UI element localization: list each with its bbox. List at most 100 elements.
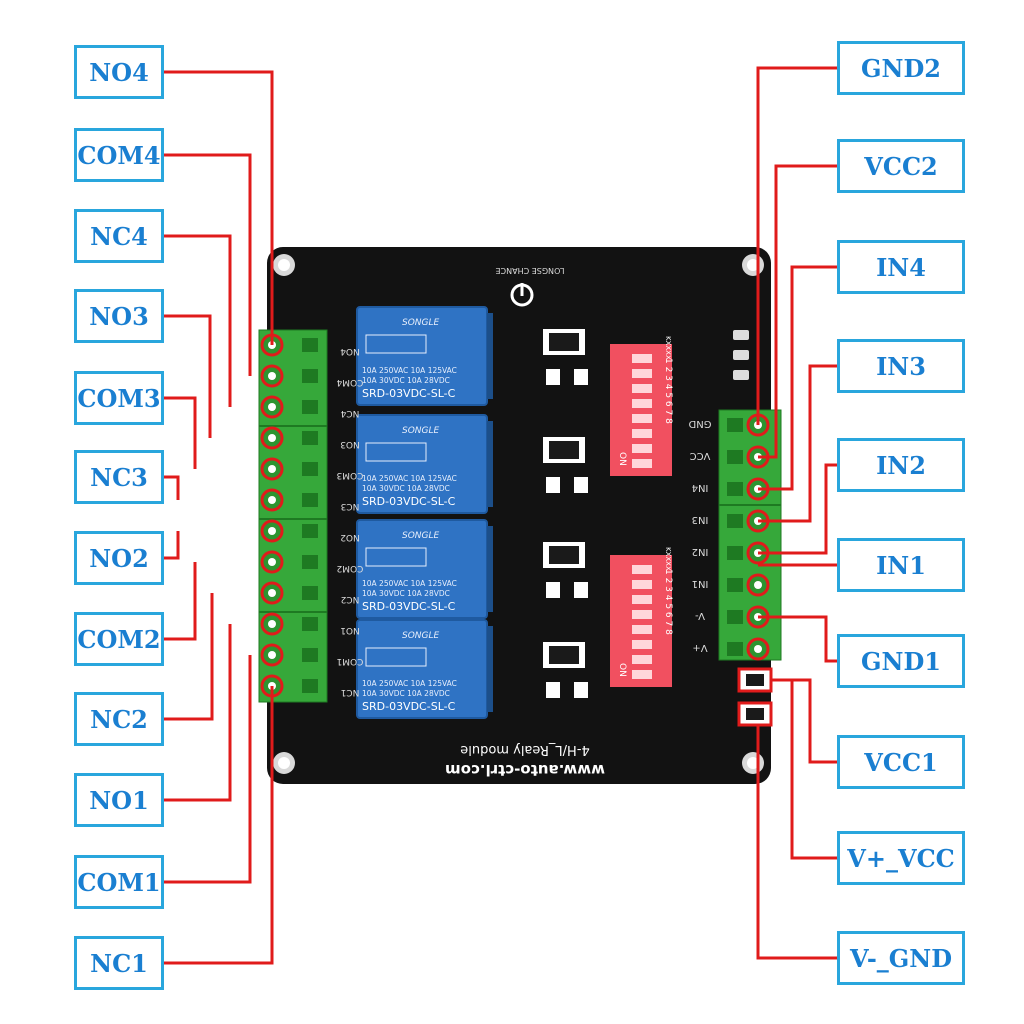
relay-rating-1: 10A 250VAC 10A 125VAC	[362, 579, 457, 588]
dip-on-group: ON	[617, 663, 627, 677]
wire-nc2	[164, 593, 214, 721]
left-silk-label: COM2	[337, 563, 364, 573]
label-in3: IN3	[837, 339, 965, 393]
label-in1: IN1	[837, 538, 965, 592]
transistor	[546, 582, 560, 598]
label-v-vcc: V+_VCC	[837, 831, 965, 885]
left-wire-slot	[302, 400, 318, 414]
right-silk-group: IN2	[692, 546, 709, 557]
left-terminal-block	[258, 329, 328, 703]
relay-brand: SONGLE	[402, 631, 440, 641]
left-wire-slot	[302, 648, 318, 662]
dip-tag-group: KXXXX	[664, 547, 672, 571]
dip-lever	[632, 670, 652, 679]
wire-com1	[164, 655, 252, 884]
left-silk-label: COM1	[337, 656, 364, 666]
right-silk-label: GND	[688, 418, 711, 429]
diode	[574, 582, 588, 598]
left-wire-slot	[302, 493, 318, 507]
relay-brand: SONGLE	[402, 318, 440, 328]
right-silk-group: IN1	[692, 578, 709, 589]
right-screw-hole	[754, 645, 762, 653]
wire-nc1	[164, 686, 274, 965]
label-com4: COM4	[74, 128, 164, 182]
right-silk-group: GND	[688, 418, 711, 429]
right-silk-group: IN4	[692, 482, 709, 493]
dip-lever	[632, 369, 652, 378]
relay-side	[487, 421, 493, 507]
left-silk-group: COM3	[337, 470, 364, 480]
left-wire-slot	[302, 462, 318, 476]
left-wire-slot	[302, 369, 318, 383]
cert-marks-icon	[365, 547, 427, 567]
relay-rating-1: 10A 250VAC 10A 125VAC	[362, 366, 457, 375]
wire-vcc1	[771, 678, 837, 764]
relay-brand: SONGLE	[402, 531, 440, 541]
module-text-group: 4-H/L_Realy module	[460, 742, 589, 757]
left-silk-group: NC3	[341, 501, 360, 511]
right-silk-group: V+	[692, 642, 707, 653]
right-wire-slot	[727, 642, 743, 656]
label-gnd1: GND1	[837, 634, 965, 688]
dip-lever	[632, 444, 652, 453]
right-wire-slot	[727, 546, 743, 560]
label-com2: COM2	[74, 612, 164, 666]
wire-com3	[164, 396, 197, 469]
optocoupler-chip	[549, 646, 579, 664]
dip-lever	[632, 399, 652, 408]
label-nc3: NC3	[74, 450, 164, 504]
relay-model: SRD-03VDC-SL-C	[362, 495, 456, 508]
right-wire-slot	[727, 482, 743, 496]
wire-no1	[164, 624, 232, 802]
left-screw-hole	[268, 434, 276, 442]
dip-tag-group: KXXXX	[664, 336, 672, 360]
relay-brand: SONGLE	[402, 426, 440, 436]
left-wire-slot	[302, 679, 318, 693]
wire-com2	[164, 562, 197, 641]
mounting-hole-center	[747, 259, 759, 271]
right-screw-hole	[754, 581, 762, 589]
dip-switch-body	[610, 344, 672, 476]
cert-marks-icon	[365, 647, 427, 667]
left-silk-label: NO1	[340, 625, 360, 635]
left-silk-group: NC4	[340, 408, 359, 418]
left-silk-label: NC3	[341, 501, 360, 511]
relay-rating-2: 10A 30VDC 10A 28VDC	[362, 589, 450, 598]
dip-lever	[632, 565, 652, 574]
transistor	[546, 477, 560, 493]
right-silk-group: VCC	[690, 450, 711, 461]
relay-rating-2: 10A 30VDC 10A 28VDC	[362, 484, 450, 493]
cert-marks-icon	[365, 442, 427, 462]
logo-group: LONGSE CHANCE	[495, 266, 564, 275]
wire-in3	[758, 364, 837, 523]
left-silk-group: NC1	[341, 687, 360, 697]
wire-com4	[164, 153, 252, 376]
wire-in2	[758, 463, 837, 555]
left-silk-label: COM3	[337, 470, 364, 480]
relay-rating-2: 10A 30VDC 10A 28VDC	[362, 689, 450, 698]
diode	[574, 369, 588, 385]
dip-lever	[632, 655, 652, 664]
dip-on-label: ON	[617, 452, 627, 466]
left-wire-slot	[302, 586, 318, 600]
wire-vcc2	[758, 164, 837, 459]
left-screw-hole	[268, 465, 276, 473]
left-wire-slot	[302, 555, 318, 569]
label-vcc2: VCC2	[837, 139, 965, 193]
left-screw-hole	[268, 496, 276, 504]
left-screw-hole	[268, 651, 276, 659]
wire-in4	[758, 265, 837, 491]
left-screw-hole	[268, 403, 276, 411]
left-wire-slot	[302, 431, 318, 445]
left-silk-group: NO2	[340, 532, 360, 542]
optocoupler-chip	[549, 441, 579, 459]
logo-text: LONGSE CHANCE	[495, 266, 564, 275]
left-silk-label: NC2	[341, 594, 360, 604]
dip-numbers-group: 1 2 3 4 5 6 7 8	[663, 358, 673, 424]
label-com1: COM1	[74, 855, 164, 909]
right-silk-label: V+	[692, 642, 707, 653]
